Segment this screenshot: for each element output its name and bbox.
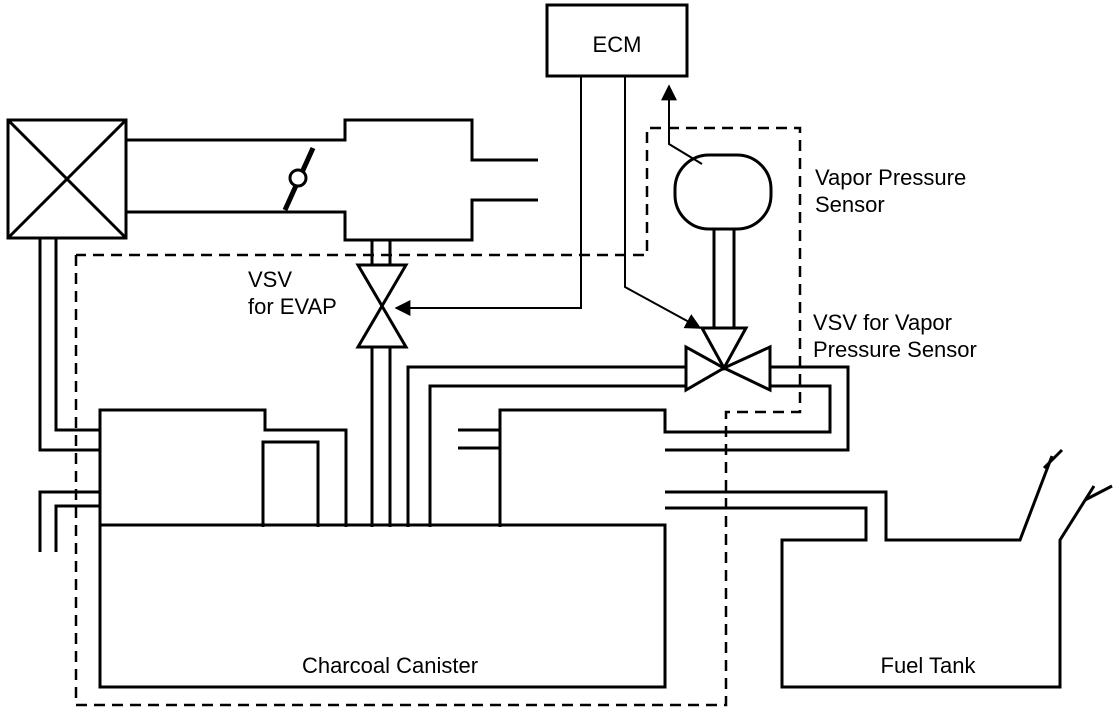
vsv-vapor-label-2: Pressure Sensor <box>813 337 977 362</box>
charcoal-canister-label: Charcoal Canister <box>302 653 478 678</box>
vsv-vapor-label-1: VSV for Vapor <box>813 310 952 335</box>
fuel-tank-label: Fuel Tank <box>881 653 977 678</box>
labels: Vapor Pressure Sensor VSV for EVAP VSV f… <box>248 165 977 362</box>
vapor-pressure-sensor <box>673 153 773 328</box>
ecm-box: ECM <box>545 3 689 78</box>
vapor-pressure-sensor-label-2: Sensor <box>815 192 885 217</box>
canister-pipes <box>38 238 500 552</box>
intake-manifold <box>126 118 538 242</box>
vsv-vapor-valve <box>684 326 772 393</box>
vsv-evap-label-1: VSV <box>248 267 292 292</box>
fuel-tank: Fuel Tank <box>665 448 1113 689</box>
air-cleaner <box>6 118 128 240</box>
vapor-pressure-sensor-label-1: Vapor Pressure <box>815 165 966 190</box>
charcoal-canister: Charcoal Canister <box>98 365 850 689</box>
vsv-evap-label-2: for EVAP <box>248 294 337 319</box>
throttle-valve <box>282 146 316 212</box>
vsv-evap-valve <box>355 240 409 527</box>
ecm-signal-lines <box>394 76 703 329</box>
ecm-label: ECM <box>593 32 642 57</box>
dashed-boundaries <box>74 126 802 707</box>
